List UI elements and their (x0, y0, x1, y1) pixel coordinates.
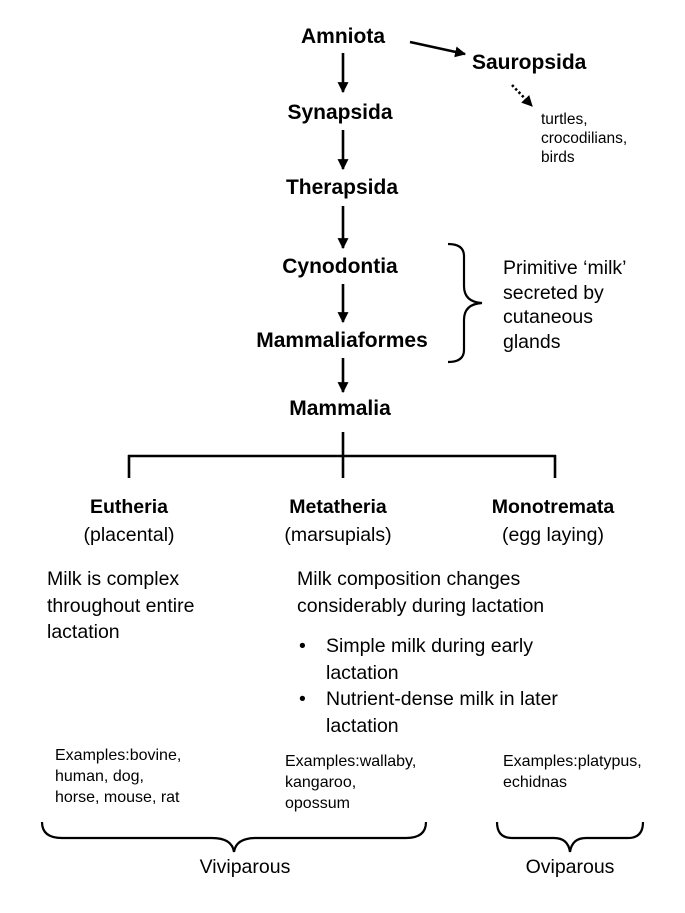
group-eutheria-sub: (placental) (83, 524, 175, 546)
eutheria-milk-text: Milk is complex throughout entire lactat… (47, 568, 195, 643)
brace-oviparous (495, 821, 645, 853)
eutheria-examples: Examples:bovine, human, dog, horse, mous… (55, 747, 182, 806)
monotremata-examples: Examples:platypus, echidnas (503, 753, 642, 791)
group-monotremata-sub: (egg laying) (502, 524, 604, 546)
arrow-amniota-sauropsida (409, 40, 467, 58)
metatheria-milk-text: Milk composition changes considerably du… (297, 566, 558, 739)
primitive-milk-note: Primitive ‘milk’ secreted by cutaneous g… (503, 257, 627, 353)
label-oviparous: Oviparous (525, 856, 615, 878)
node-cynodontia: Cynodontia (282, 255, 398, 278)
node-amniota: Amniota (301, 25, 385, 48)
dotted-arrow-sauropsida-examples (511, 84, 533, 107)
group-eutheria-name: Eutheria (89, 496, 169, 518)
brace-primitive-milk (447, 242, 483, 364)
group-metatheria-name: Metatheria (289, 496, 387, 518)
list-item: • Simple milk during early lactation (299, 635, 533, 684)
node-mammalia: Mammalia (289, 397, 391, 420)
bullet-dot: • (299, 635, 306, 657)
group-metatheria-sub: (marsupials) (284, 524, 392, 546)
bullet-dot: • (299, 688, 306, 710)
node-therapsida: Therapsida (285, 176, 399, 199)
sauropsida-examples: turtles, crocodilians, birds (541, 111, 628, 166)
brace-viviparous (40, 821, 428, 853)
node-mammaliaformes: Mammaliaformes (256, 329, 428, 352)
metatheria-bullet-list: • Simple milk during early lactation • N… (297, 633, 558, 739)
node-synapsida: Synapsida (287, 101, 393, 124)
node-sauropsida: Sauropsida (472, 51, 587, 74)
metatheria-examples: Examples:wallaby, kangaroo, opossum (285, 753, 417, 812)
group-monotremata-name: Monotremata (491, 496, 615, 518)
label-viviparous: Viviparous (199, 856, 291, 878)
list-item: • Nutrient-dense milk in later lactation (299, 688, 558, 737)
